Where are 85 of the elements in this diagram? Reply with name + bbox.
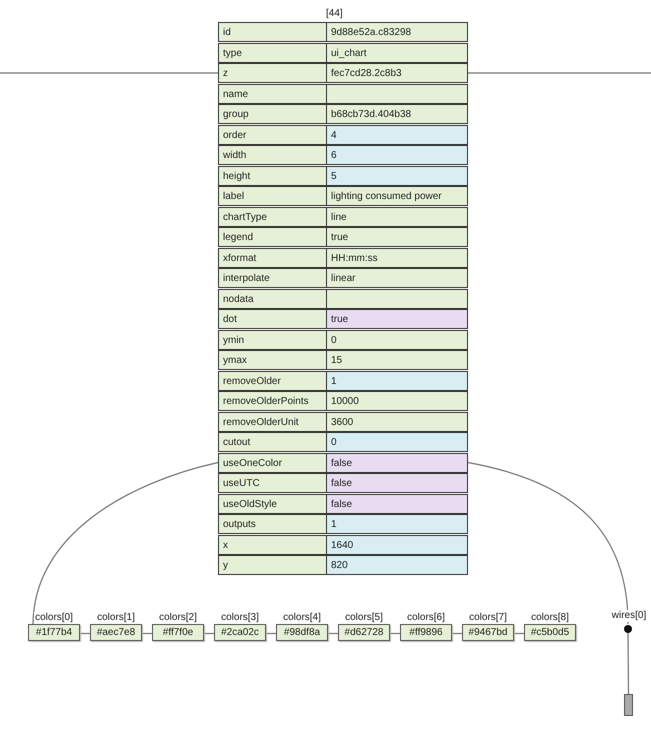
value-cell: HH:mm:ss (326, 248, 468, 268)
key-cell: id (218, 22, 327, 42)
wire-end-box (624, 694, 633, 716)
key-cell: useOneColor (218, 452, 327, 472)
key-cell: ymin (218, 330, 327, 350)
field-name-label: colors[1] (96, 612, 136, 624)
value-box: #c5b0d5 (524, 624, 576, 641)
field-name-label: colors[8] (530, 612, 570, 624)
key-cell: width (218, 145, 327, 165)
value-box: #ff9896 (400, 624, 452, 641)
field-name-label: colors[6] (406, 612, 446, 624)
key-cell: removeOlderPoints (218, 391, 327, 411)
value-cell: b68cb73d.404b38 (326, 104, 468, 124)
connector-line (452, 632, 462, 634)
value-cell: fec7cd28.2c8b3 (326, 63, 468, 83)
value-cell: true (326, 227, 468, 247)
value-cell: 9d88e52a.c83298 (326, 22, 468, 42)
value-cell: 3600 (326, 412, 468, 432)
connector-line (266, 632, 276, 634)
value-box: #9467bd (462, 624, 514, 641)
value-cell: false (326, 494, 468, 514)
value-cell: 6 (326, 145, 468, 165)
key-cell: x (218, 534, 327, 554)
key-cell: dot (218, 309, 327, 329)
node-heading: [44] (326, 8, 344, 19)
value-cell: 1 (326, 370, 468, 390)
connector-line (627, 632, 630, 694)
field-name-label: colors[4] (282, 612, 322, 624)
key-cell: height (218, 166, 327, 186)
key-cell: ymax (218, 350, 327, 370)
value-cell: 5 (326, 166, 468, 186)
value-cell: 1640 (326, 534, 468, 554)
connector-line (390, 632, 400, 634)
key-cell: label (218, 186, 327, 206)
field-name-label: colors[5] (344, 612, 384, 624)
key-cell: z (218, 63, 327, 83)
connector-line (204, 632, 214, 634)
field-name-label: colors[3] (220, 612, 260, 624)
connector-line (468, 72, 651, 74)
key-cell: y (218, 555, 327, 575)
key-cell: chartType (218, 206, 327, 226)
key-cell: legend (218, 227, 327, 247)
key-cell: group (218, 104, 327, 124)
value-box: #98df8a (276, 624, 328, 641)
key-cell: name (218, 84, 327, 104)
connector-line (328, 632, 338, 634)
connector-line (142, 632, 152, 634)
value-cell: true (326, 309, 468, 329)
key-cell: nodata (218, 288, 327, 308)
field-name-label: colors[7] (468, 612, 508, 624)
key-cell: cutout (218, 432, 327, 452)
value-box: #ff7f0e (152, 624, 204, 641)
key-cell: order (218, 124, 327, 144)
value-box: #d62728 (338, 624, 390, 641)
field-name-label: colors[2] (158, 612, 198, 624)
value-cell: 15 (326, 350, 468, 370)
value-cell: linear (326, 268, 468, 288)
value-cell: 1 (326, 514, 468, 534)
value-cell: false (326, 473, 468, 493)
key-cell: interpolate (218, 268, 327, 288)
value-cell: 10000 (326, 391, 468, 411)
value-cell: false (326, 452, 468, 472)
field-name-label: colors[0] (34, 612, 74, 624)
value-cell: line (326, 206, 468, 226)
key-cell: removeOlder (218, 370, 327, 390)
key-cell: xformat (218, 248, 327, 268)
key-cell: outputs (218, 514, 327, 534)
value-box: #1f77b4 (28, 624, 80, 641)
connector-line (80, 632, 90, 634)
connector-line (0, 72, 218, 74)
value-cell: ui_chart (326, 42, 468, 62)
value-cell: 0 (326, 432, 468, 452)
connector-line (468, 462, 629, 624)
value-cell: 820 (326, 555, 468, 575)
value-cell: 4 (326, 124, 468, 144)
connector-line (32, 462, 218, 626)
value-box: #aec7e8 (90, 624, 142, 641)
key-cell: useOldStyle (218, 494, 327, 514)
key-cell: type (218, 42, 327, 62)
value-box: #2ca02c (214, 624, 266, 641)
connector-line (514, 632, 524, 634)
value-cell: 0 (326, 330, 468, 350)
value-cell: lighting consumed power (326, 186, 468, 206)
key-cell: removeOlderUnit (218, 412, 327, 432)
key-cell: useUTC (218, 473, 327, 493)
